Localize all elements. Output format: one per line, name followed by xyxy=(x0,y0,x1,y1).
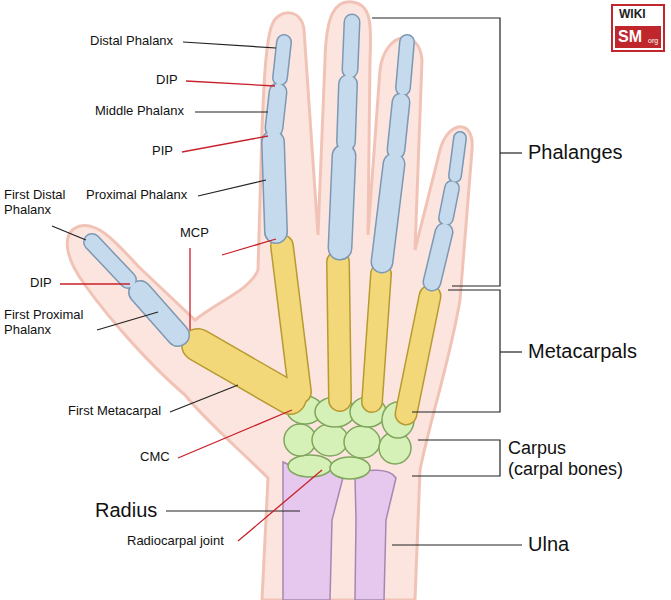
region-brackets xyxy=(372,18,522,476)
joint-leader-lines xyxy=(60,81,322,541)
metacarpal-bones xyxy=(198,246,430,414)
region-label: Phalanges xyxy=(528,141,623,164)
ulna-bone xyxy=(355,470,396,600)
joint-label: MCP xyxy=(180,226,209,241)
logo-text: org xyxy=(648,37,658,45)
region-label: Carpus (carpal bones) xyxy=(508,438,625,479)
joint-label: CMC xyxy=(140,450,170,465)
radius-bone xyxy=(283,462,347,600)
phalanx-outline xyxy=(92,22,460,335)
part-label: First Distal Phalanx xyxy=(4,188,86,218)
part-label: First Metacarpal xyxy=(68,404,161,419)
joint-label: DIP xyxy=(30,276,52,291)
part-label: Proximal Phalanx xyxy=(86,188,187,203)
logo-text: WIKI xyxy=(619,8,646,22)
logo-frame xyxy=(612,5,664,51)
joint-label: Radiocarpal joint xyxy=(127,534,224,549)
phalanx-bones xyxy=(92,22,460,335)
metacarpal-outline xyxy=(198,246,430,414)
bone-label: Radius xyxy=(95,499,157,522)
leader-lines xyxy=(52,42,522,545)
carpal-bones xyxy=(284,396,414,479)
joint-label: PIP xyxy=(152,144,173,159)
region-label: Metacarpals xyxy=(528,340,637,363)
part-label: Distal Phalanx xyxy=(90,34,173,49)
bone-label: Ulna xyxy=(528,533,569,556)
part-label: Middle Phalanx xyxy=(95,104,184,119)
joint-label: DIP xyxy=(156,73,178,88)
hand-outline xyxy=(67,2,472,600)
part-label: First Proximal Phalanx xyxy=(4,308,96,338)
logo-text: SM xyxy=(618,28,642,46)
